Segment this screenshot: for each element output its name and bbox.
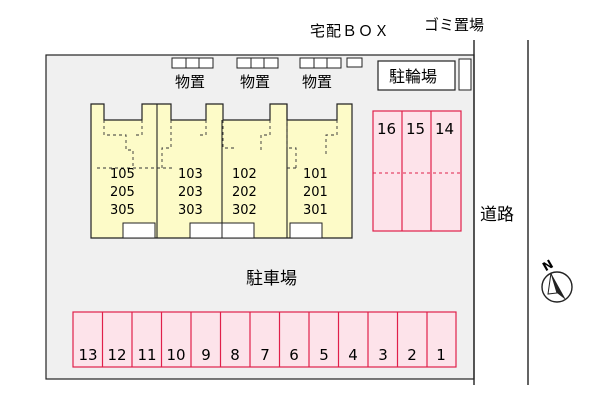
unit-number: 202 bbox=[232, 185, 257, 200]
unit-number: 103 bbox=[178, 167, 203, 182]
parking-space-number: 4 bbox=[348, 346, 358, 364]
parking-space-number: 10 bbox=[166, 346, 185, 364]
parking-label: 駐車場 bbox=[246, 269, 297, 289]
compass-north-label: N bbox=[540, 257, 556, 274]
unit-number: 305 bbox=[110, 203, 135, 218]
unit-number: 303 bbox=[178, 203, 203, 218]
unit-101-block: 101 201 301 bbox=[303, 167, 328, 218]
unit-number: 201 bbox=[303, 185, 328, 200]
unit-number: 302 bbox=[232, 203, 257, 218]
unit-number: 102 bbox=[232, 167, 257, 182]
parking-space-number: 8 bbox=[230, 346, 240, 364]
parking-space-number: 1 bbox=[436, 346, 446, 364]
garbage-area bbox=[458, 58, 472, 91]
storage-2: 物置 bbox=[236, 57, 279, 91]
parking-space-number: 5 bbox=[319, 346, 329, 364]
unit-number: 105 bbox=[110, 167, 135, 182]
parking-space-number: 2 bbox=[407, 346, 417, 364]
delivery-box-label: 宅配ＢＯＸ bbox=[310, 22, 390, 40]
unit-number: 205 bbox=[110, 185, 135, 200]
parking-bottom: 13 12 11 10 9 8 7 6 5 4 3 2 1 bbox=[72, 311, 457, 368]
unit-number: 101 bbox=[303, 167, 328, 182]
apartment-building bbox=[90, 103, 353, 239]
parking-space-number: 12 bbox=[107, 346, 126, 364]
bicycle-parking bbox=[377, 60, 456, 91]
delivery-box bbox=[346, 57, 363, 68]
parking-space-number: 16 bbox=[377, 120, 396, 138]
parking-top: 16 15 14 bbox=[372, 110, 462, 232]
storage-3: 物置 bbox=[299, 57, 342, 91]
parking-space-number: 6 bbox=[289, 346, 299, 364]
compass-icon: N bbox=[540, 257, 573, 303]
unit-105-block: 105 205 305 bbox=[110, 167, 135, 218]
unit-number: 301 bbox=[303, 203, 328, 218]
unit-103-block: 103 203 303 bbox=[178, 167, 203, 218]
storage-label: 物置 bbox=[302, 73, 332, 91]
unit-102-block: 102 202 302 bbox=[232, 167, 257, 218]
unit-number: 203 bbox=[178, 185, 203, 200]
storage-1: 物置 bbox=[171, 57, 214, 91]
parking-space-number: 15 bbox=[406, 120, 425, 138]
parking-space-number: 11 bbox=[137, 346, 156, 364]
parking-space-number: 7 bbox=[260, 346, 270, 364]
road-label: 道路 bbox=[480, 205, 514, 225]
parking-space-number: 9 bbox=[201, 346, 211, 364]
parking-space-number: 3 bbox=[378, 346, 388, 364]
storage-label: 物置 bbox=[175, 73, 205, 91]
bicycle-parking-label: 駐輪場 bbox=[389, 67, 437, 86]
parking-space-number: 14 bbox=[435, 120, 454, 138]
garbage-label: ゴミ置場 bbox=[424, 16, 484, 34]
storage-label: 物置 bbox=[240, 73, 270, 91]
parking-space-number: 13 bbox=[78, 346, 97, 364]
